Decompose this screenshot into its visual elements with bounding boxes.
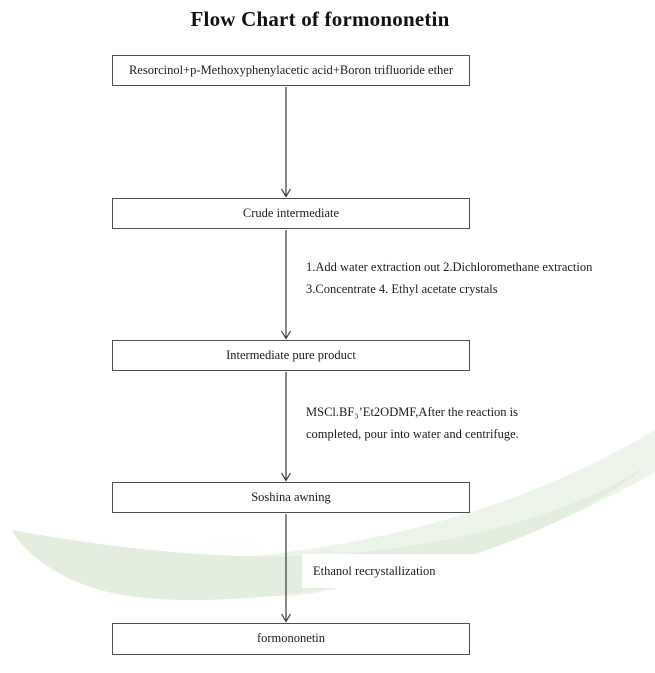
arrow-intermediate-to-soshina — [280, 372, 292, 482]
edge-label-ethanol-recrystallization: Ethanol recrystallization — [302, 554, 484, 588]
node-crude-intermediate: Crude intermediate — [112, 198, 470, 229]
edge-label-line: MSCl.BF₃’Et2ODMF,After the reaction is — [306, 405, 519, 419]
edge-label-line: 1.Add water extraction out 2.Dichloromet… — [306, 260, 593, 274]
edge-label-line: Ethanol recrystallization — [313, 564, 436, 578]
edge-label-reaction-steps: MSCl.BF₃’Et2ODMF,After the reaction is c… — [306, 401, 519, 445]
edge-label-extraction-steps: 1.Add water extraction out 2.Dichloromet… — [306, 256, 592, 300]
arrow-reactants-to-crude — [280, 87, 292, 198]
node-reactants: Resorcinol+p-Methoxyphenylacetic acid+Bo… — [112, 55, 470, 86]
node-intermediate-pure-product: Intermediate pure product — [112, 340, 470, 371]
node-soshina-awning: Soshina awning — [112, 482, 470, 513]
edge-label-line: 3.Concentrate 4. Ethyl acetate crystals — [306, 282, 498, 296]
node-formononetin: formononetin — [112, 623, 470, 655]
arrow-crude-to-intermediate — [280, 230, 292, 340]
arrow-soshina-to-formononetin — [280, 514, 292, 623]
page-title: Flow Chart of formononetin — [190, 7, 450, 31]
edge-label-line: completed, pour into water and centrifug… — [306, 427, 519, 441]
